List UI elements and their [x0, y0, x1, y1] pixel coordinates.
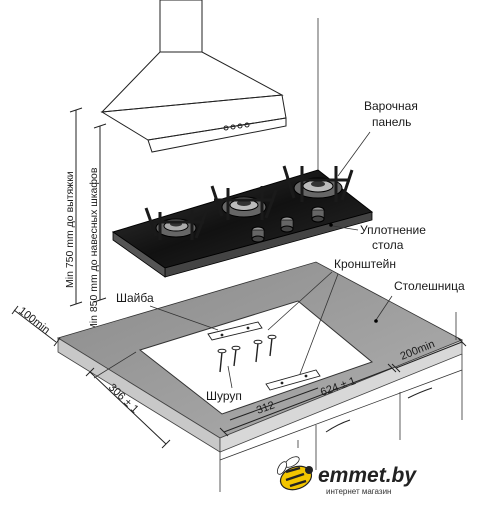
- control-knobs: [251, 206, 325, 243]
- cabinet-handle-2: [407, 387, 433, 399]
- cutout-width-dimension: [219, 363, 397, 437]
- countertop-label: Столешница: [394, 279, 465, 293]
- countertop-leader-dot: [374, 319, 378, 323]
- height-dimensions: [69, 107, 107, 307]
- back-gap-dimension: [11, 305, 61, 347]
- cabinet-handle-1: [325, 419, 351, 433]
- seal-leader-dot: [329, 223, 333, 227]
- range-hood: [100, 0, 287, 153]
- side-gap-dimension: [391, 337, 467, 373]
- bracket-offset-label: 312: [255, 399, 276, 417]
- cutout-depth-dimension: [85, 351, 171, 449]
- back-gap-label: 100min: [16, 305, 52, 337]
- screws: [217, 334, 277, 373]
- burner-left: [144, 207, 208, 240]
- seal-leader-line: [332, 225, 359, 231]
- gas-hob: [111, 165, 374, 278]
- seal-label-line2: стола: [372, 238, 404, 252]
- bracket-label: Кронштейн: [334, 257, 396, 271]
- mounting-bracket-top: [207, 321, 263, 341]
- seal-label-line1: Уплотнение: [360, 223, 426, 237]
- washer-label: Шайба: [116, 291, 154, 305]
- brand-tagline: интернет магазин: [326, 487, 391, 496]
- emmet-logo[interactable]: emmet.by интернет магазин: [275, 455, 417, 496]
- hob-label-line2: панель: [372, 115, 411, 129]
- hood-distance-label: Min 750 mm до вытяжки: [64, 171, 76, 288]
- bee-icon: [276, 456, 313, 491]
- hood-control-buttons: [223, 122, 250, 131]
- screw-label: Шуруп: [206, 389, 242, 403]
- burner-right: [282, 165, 354, 202]
- mounting-bracket-bottom: [265, 369, 321, 391]
- hob-label-line1: Варочная: [364, 99, 418, 113]
- burner-center: [210, 185, 278, 220]
- base-cabinets: [219, 312, 463, 492]
- brand-name: emmet.by: [318, 464, 417, 487]
- washer-leader-line: [149, 305, 219, 331]
- bracket-leader-line-1: [267, 271, 333, 331]
- bracket-leader-line-2: [299, 273, 339, 375]
- hob-leader-line: [337, 131, 371, 177]
- screw-leader-line: [227, 365, 233, 389]
- countertop-leader-line: [375, 295, 393, 321]
- cabinet-distance-label: Min 850 mm до навесных шкафов: [88, 167, 100, 332]
